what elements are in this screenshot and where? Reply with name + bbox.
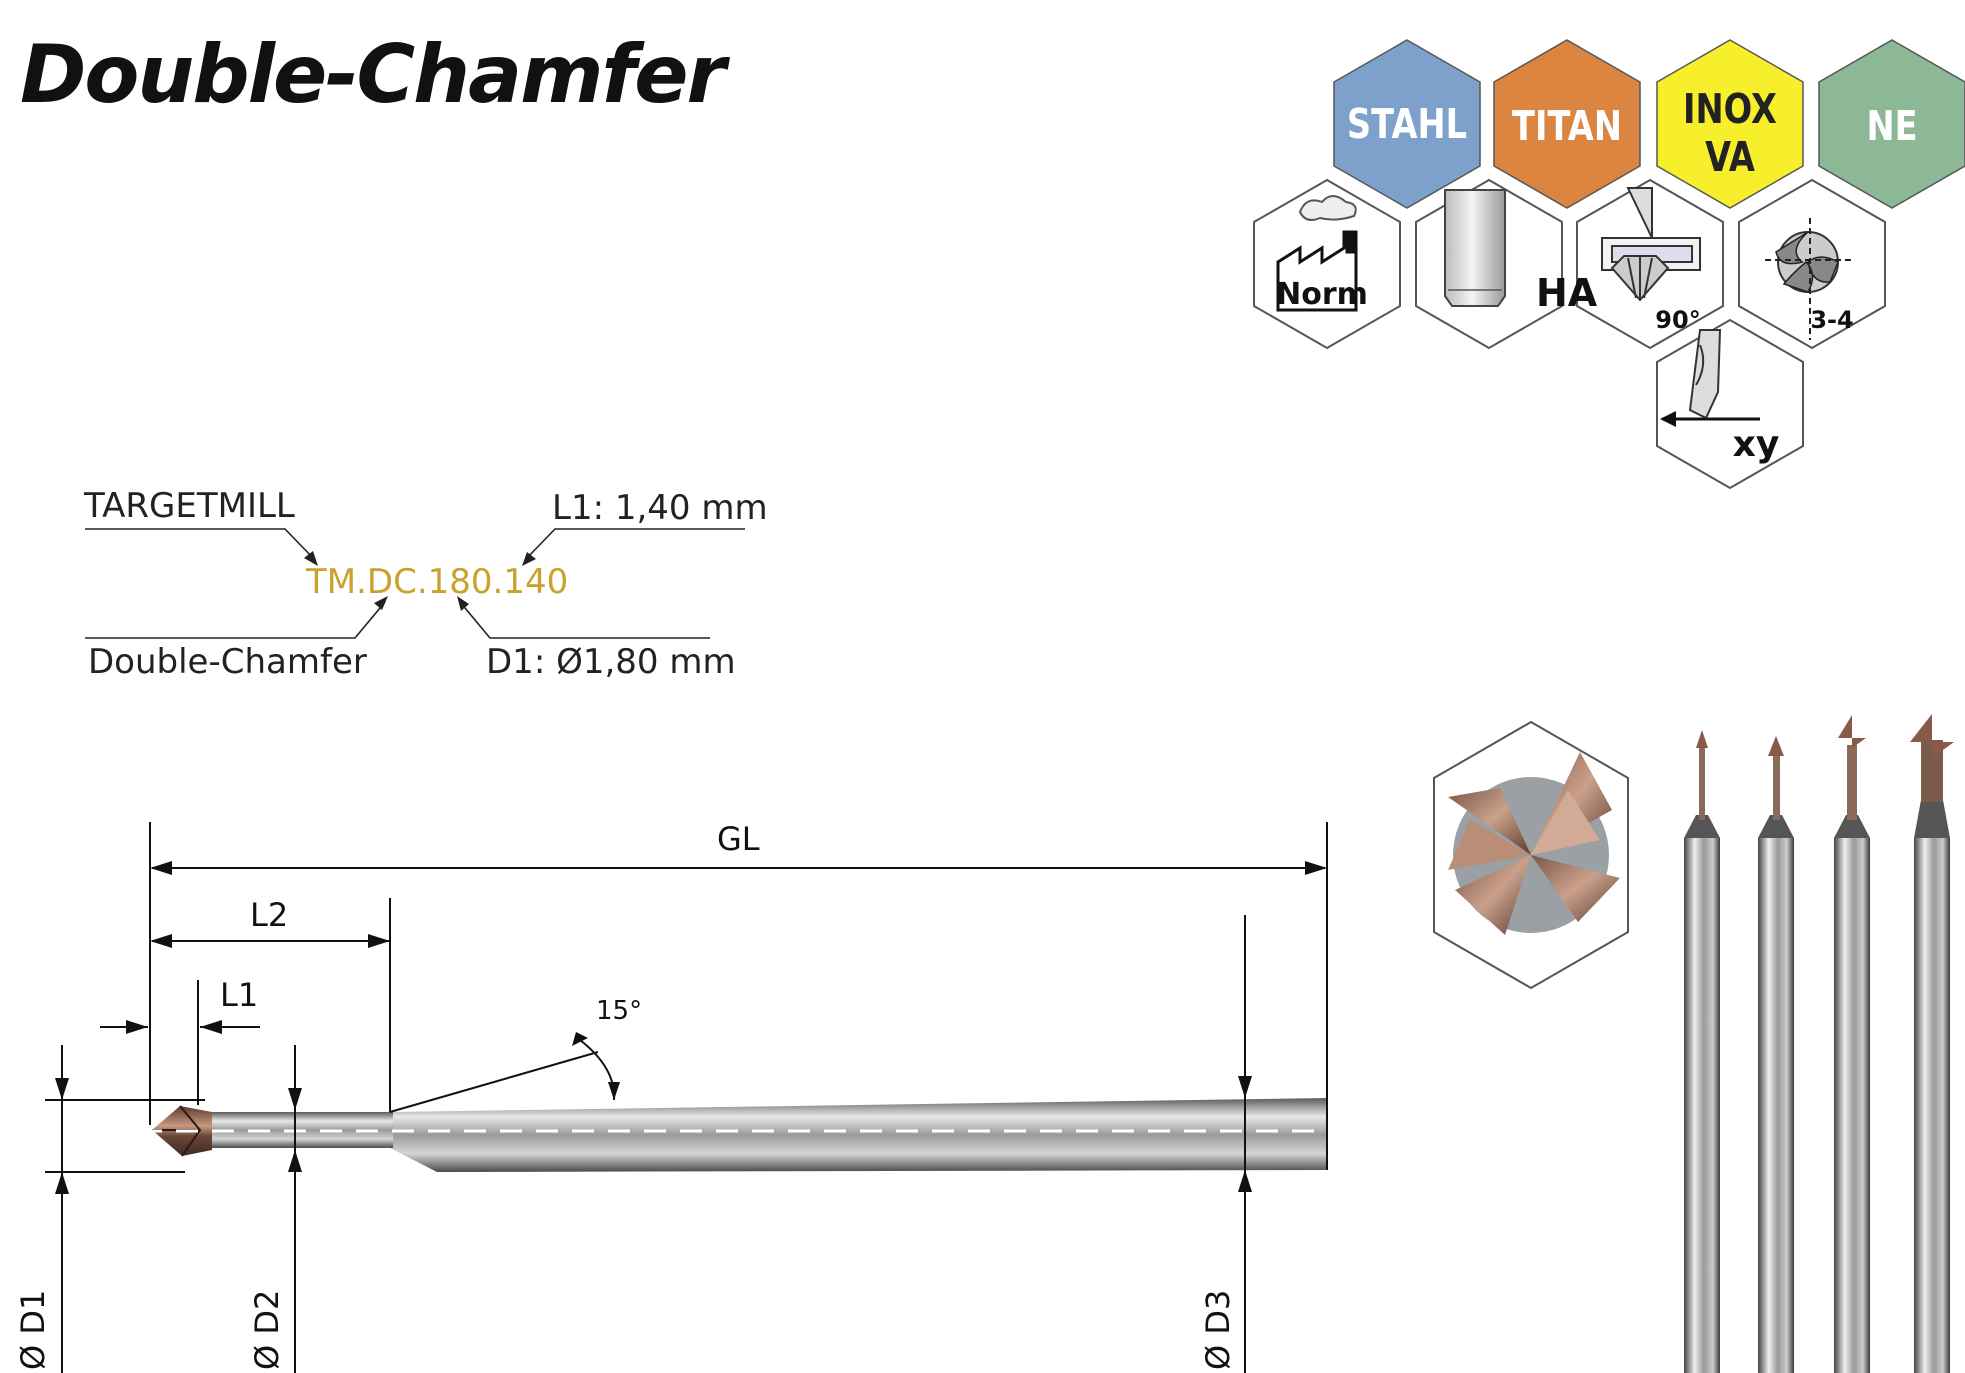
- angle-90-label: 90°: [1655, 306, 1700, 334]
- d2-label: Ø D2: [248, 1289, 286, 1370]
- hex-inox: [1656, 39, 1804, 209]
- article-code: TM.DC.180.140: [306, 562, 569, 602]
- material-label-titan: TITAN: [1512, 102, 1622, 150]
- chamfer-icon: [1601, 187, 1701, 302]
- type-label: Double-Chamfer: [88, 642, 367, 682]
- article-code-diagram: TARGETMILL L1: 1,40 mm TM.DC.180.140 Dou…: [0, 470, 800, 710]
- l1-label: L1: [220, 976, 259, 1014]
- flutes-label: 3-4: [1810, 306, 1853, 334]
- d1-label: Ø D1: [14, 1289, 52, 1370]
- hex-titan: [1493, 39, 1641, 209]
- tool-photo-3: [1834, 715, 1870, 1373]
- hex-stahl: [1333, 39, 1481, 209]
- gl-label: GL: [717, 820, 760, 858]
- material-label-va: VA: [1705, 133, 1755, 181]
- material-label-inox: INOX: [1683, 85, 1777, 133]
- shank-icon: [1444, 189, 1506, 307]
- cross-section-icon: [1765, 218, 1852, 340]
- factory-icon: [1276, 195, 1358, 312]
- icon-cluster: Norm HA 90° 3-4 xy: [1253, 39, 1965, 490]
- l1-code-label: L1: 1,40 mm: [552, 488, 768, 528]
- material-label-stahl: STAHL: [1346, 100, 1468, 148]
- material-label-ne: NE: [1866, 102, 1918, 150]
- end-view-image: [1448, 752, 1620, 935]
- norm-label: Norm: [1276, 277, 1368, 312]
- tool-photo-1: [1684, 730, 1720, 1373]
- tool-photo-2: [1758, 736, 1794, 1373]
- d1-code-label: D1: Ø1,80 mm: [486, 642, 736, 682]
- l2-label: L2: [250, 896, 289, 934]
- product-photos: [1433, 714, 1954, 1373]
- page-title: Double-Chamfer: [20, 28, 726, 121]
- angle-label: 15°: [596, 996, 643, 1026]
- hex-xy: [1656, 318, 1804, 490]
- xy-label: xy: [1733, 424, 1780, 465]
- tool-shank: [390, 1098, 1327, 1172]
- ha-label: HA: [1536, 271, 1598, 315]
- brand-label: TARGETMILL: [84, 486, 295, 526]
- d3-label: Ø D3: [1199, 1289, 1237, 1370]
- technical-drawing: [45, 822, 1330, 1373]
- tool-photo-4: [1910, 714, 1954, 1373]
- xy-icon: [1660, 329, 1760, 427]
- hex-ne: [1818, 39, 1965, 209]
